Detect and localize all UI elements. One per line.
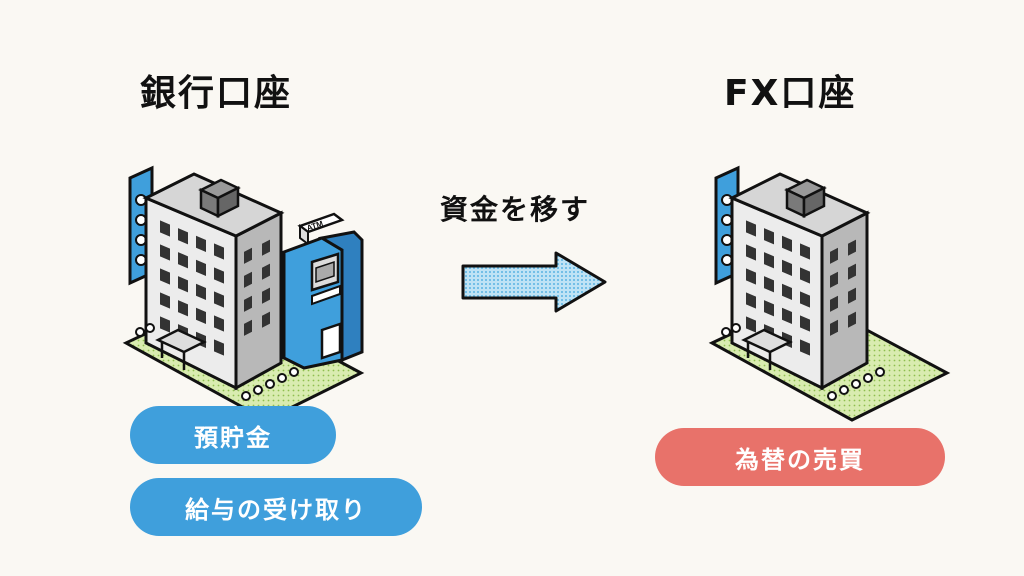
fx-building-icon <box>710 166 949 422</box>
salary-tag: 給与の受け取り <box>130 478 422 536</box>
right-arrow-icon <box>461 251 607 313</box>
transfer-label: 資金を移す <box>440 193 591 226</box>
atm-icon: ATM <box>282 212 364 370</box>
savings-tag: 預貯金 <box>130 406 336 464</box>
bank-account-title: 銀行口座 <box>140 73 293 114</box>
forex-trading-tag: 為替の売買 <box>655 428 945 486</box>
fx-account-title: FX口座 <box>724 73 857 114</box>
